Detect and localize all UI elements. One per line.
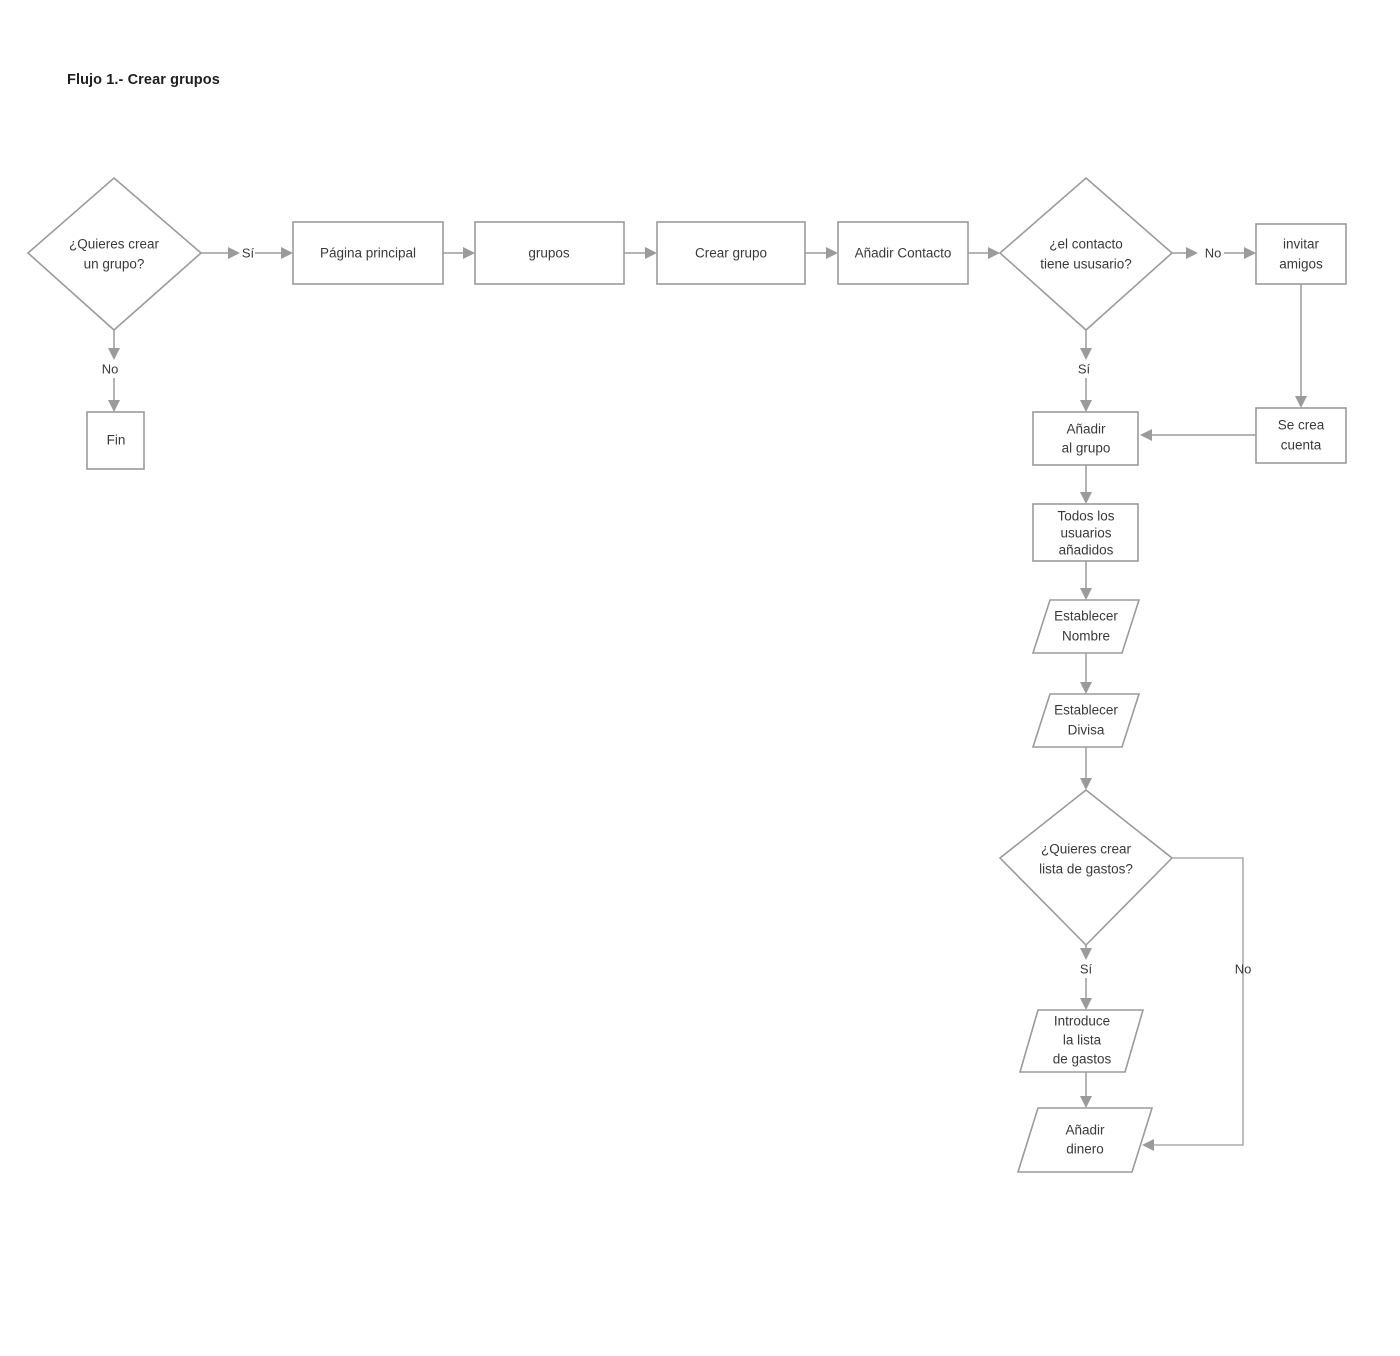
- node-label: al grupo: [1062, 441, 1111, 456]
- node-label: Divisa: [1068, 723, 1105, 738]
- node-main-page[interactable]: Página principal: [292, 221, 444, 285]
- node-label: Fin: [107, 433, 126, 448]
- edge-expense-list-yes: [1080, 945, 1092, 1010]
- edge-create-group-to-add-contact: [805, 247, 838, 259]
- edge-label-expense-list-yes: Sí: [1080, 961, 1093, 976]
- edge-expense-list-no: [1142, 857, 1244, 1151]
- node-groups[interactable]: grupos: [474, 221, 625, 285]
- node-label: Se crea: [1278, 418, 1325, 433]
- edge-account-created-to-add-to-group: [1140, 429, 1256, 441]
- node-all-users-added[interactable]: Todos los usuarios añadidos: [1032, 503, 1139, 562]
- edge-create-group-yes: [201, 247, 293, 259]
- node-decision-create-group[interactable]: ¿Quieres crear un grupo?: [26, 176, 203, 332]
- node-create-group[interactable]: Crear grupo: [656, 221, 806, 285]
- edge-create-group-no: [108, 330, 120, 412]
- edge-contact-has-user-no: [1172, 247, 1256, 259]
- edge-set-currency-to-decision: [1080, 747, 1092, 790]
- node-label: ¿el contacto: [1049, 237, 1123, 252]
- node-add-to-group[interactable]: Añadir al grupo: [1032, 411, 1139, 466]
- node-label: ¿Quieres crear: [1041, 842, 1132, 857]
- edge-label-create-group-yes: Sí: [242, 245, 255, 260]
- node-label: cuenta: [1281, 438, 1322, 453]
- node-invite-friends[interactable]: invitar amigos: [1255, 223, 1347, 285]
- edge-groups-to-create-group: [624, 247, 657, 259]
- node-label: Introduce: [1054, 1014, 1110, 1029]
- edge-main-page-to-groups: [443, 247, 475, 259]
- edge-invite-friends-to-account-created: [1295, 284, 1307, 408]
- node-label: Nombre: [1062, 629, 1110, 644]
- node-add-contact[interactable]: Añadir Contacto: [837, 221, 969, 285]
- edge-label-expense-list-no: No: [1235, 961, 1252, 976]
- node-label: Página principal: [320, 246, 416, 261]
- node-label: usuarios: [1060, 526, 1111, 541]
- node-label: invitar: [1283, 237, 1320, 252]
- node-label: tiene ususario?: [1040, 257, 1132, 272]
- node-label: la lista: [1063, 1033, 1102, 1048]
- edge-set-name-to-set-currency: [1080, 653, 1092, 694]
- node-label: Establecer: [1054, 609, 1118, 624]
- node-account-created[interactable]: Se crea cuenta: [1255, 407, 1347, 464]
- edge-add-contact-to-decision: [968, 247, 1000, 259]
- node-enter-expense-list[interactable]: Introduce la lista de gastos: [1018, 1009, 1145, 1073]
- node-label: un grupo?: [84, 257, 145, 272]
- node-label: Establecer: [1054, 703, 1118, 718]
- node-add-money[interactable]: Añadir dinero: [1016, 1107, 1154, 1173]
- node-label: añadidos: [1059, 543, 1114, 558]
- edge-label-create-group-no: No: [102, 361, 119, 376]
- node-label: Añadir: [1065, 1123, 1105, 1138]
- edge-label-contact-has-user-no: No: [1205, 245, 1222, 260]
- node-label: Añadir Contacto: [855, 246, 952, 261]
- edge-label-contact-has-user-yes: Sí: [1078, 361, 1091, 376]
- node-decision-expense-list[interactable]: ¿Quieres crear lista de gastos?: [998, 788, 1174, 947]
- node-label: ¿Quieres crear: [69, 237, 160, 252]
- node-label: dinero: [1066, 1142, 1104, 1157]
- edge-contact-has-user-yes: [1080, 330, 1092, 412]
- node-label: Todos los: [1057, 509, 1114, 524]
- node-label: grupos: [528, 246, 570, 261]
- node-end[interactable]: Fin: [86, 411, 145, 470]
- node-set-currency[interactable]: Establecer Divisa: [1031, 693, 1141, 748]
- edge-add-to-group-to-all-users: [1080, 465, 1092, 504]
- node-decision-contact-has-user[interactable]: ¿el contacto tiene ususario?: [998, 176, 1174, 332]
- node-label: de gastos: [1053, 1052, 1112, 1067]
- node-set-name[interactable]: Establecer Nombre: [1031, 599, 1141, 654]
- node-label: lista de gastos?: [1039, 862, 1133, 877]
- node-label: Crear grupo: [695, 246, 767, 261]
- edge-all-users-to-set-name: [1080, 561, 1092, 600]
- node-label: Añadir: [1066, 422, 1106, 437]
- page-title: Flujo 1.- Crear grupos: [67, 72, 220, 88]
- edge-enter-expense-list-to-add-money: [1080, 1072, 1092, 1108]
- node-label: amigos: [1279, 257, 1323, 272]
